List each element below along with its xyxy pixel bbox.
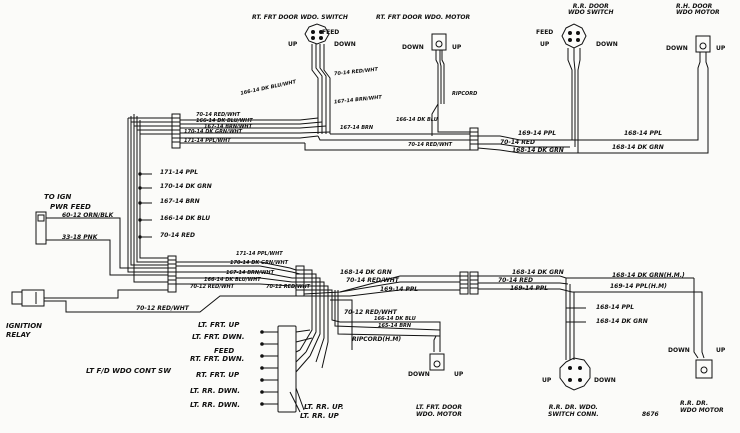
switch-term-label: RT. FRT. UP xyxy=(196,371,240,379)
wire-label: 167-14 BRN xyxy=(340,125,374,131)
rr-door-switch-title: R.R. DOOR WDO SWITCH xyxy=(568,3,614,16)
ignition-relay-label: IGNITION RELAY xyxy=(6,322,43,340)
wire-label: 33-18 PNK xyxy=(62,234,98,241)
wire-label: 169-14 PPL xyxy=(518,130,557,137)
wire-label: 60-12 ORN/BLK xyxy=(62,212,114,219)
rr-switch-bottom-title: R.R. DR. WDO. SWITCH CONN. xyxy=(548,404,599,419)
wire-label: 171-14 PPL/WHT xyxy=(184,138,231,144)
rr-switch-down-label: DOWN xyxy=(596,41,618,48)
lt-fd-switch-title: LT F/D WDO CONT SW xyxy=(86,367,171,375)
switch-term-label: LT. RR. UP xyxy=(300,412,339,420)
wire-label: 70-14 RED/WHT xyxy=(196,112,241,118)
switch-term-label: LT. RR. DWN. xyxy=(190,387,241,395)
wire-label: 167-14 BRN/WHT xyxy=(226,270,274,276)
rr-motor-down-bottom: DOWN xyxy=(668,347,690,354)
wire-label: 166-14 DK BLU xyxy=(374,316,416,322)
wire-label: 167-14 BRN xyxy=(160,198,200,205)
wire-label: 166-14 DK BLU xyxy=(160,215,211,222)
wire-label: 169-14 PPL xyxy=(510,285,549,292)
rf-switch-body xyxy=(304,23,330,45)
lf-motor-down-label: DOWN xyxy=(408,371,430,378)
wire-label: 169-14 PPL xyxy=(380,286,419,293)
rf-switch-feed-label: FEED xyxy=(322,29,340,36)
wire-label: 170-14 DK GRN/WHT xyxy=(184,129,243,135)
wire-label: 70-12 RED/WHT xyxy=(344,309,397,316)
wire-label: 168-14 DK GRN(H.M.) xyxy=(612,272,685,279)
ripcord-hm-label: RIPCORD(H.M) xyxy=(352,336,402,343)
wire-label: 169-14 PPL(H.M) xyxy=(610,283,667,290)
switch-term-label: LT. FRT. UP xyxy=(198,321,240,329)
wire-label: 167-14 BRN/WHT xyxy=(204,124,252,130)
figure-number: 8676 xyxy=(642,411,659,418)
pwr-feed-label: PWR FEED xyxy=(50,203,91,211)
switch-term-label: FEED xyxy=(214,347,235,355)
rr-switch-feed-label: FEED xyxy=(536,29,554,36)
lower-connector xyxy=(167,255,177,293)
rf-motor-down-label: DOWN xyxy=(402,44,424,51)
switch-term-label: LT. FRT. DWN. xyxy=(192,333,245,341)
wire-label: 70-14 RED xyxy=(500,139,535,146)
wire-label: 168-14 PPL xyxy=(596,304,635,311)
lf-motor-up-label: UP xyxy=(454,371,464,378)
wire-label: 168-14 DK GRN xyxy=(596,318,648,325)
wire-label: 166-14 DK BLU/WHT xyxy=(204,277,261,283)
wire-label: 166-14 DK BLU xyxy=(396,117,438,123)
wire-label: 165-14 BRN xyxy=(378,323,412,329)
rh-motor-down-label: DOWN xyxy=(666,45,688,52)
wire-label: 168-14 PPL xyxy=(624,130,663,137)
wire-label: 171-14 PPL xyxy=(160,169,199,176)
rf-motor-up-label: UP xyxy=(452,44,462,51)
switch-term-label: LT. RR. UP. xyxy=(304,403,344,411)
rf-door-switch-title: RT. FRT DOOR WDO. SWITCH xyxy=(252,14,348,21)
wire-label: 70-12 RED/WHT xyxy=(136,305,189,312)
wire-label: 70-14 RED xyxy=(160,232,195,239)
upper-connector xyxy=(171,113,181,149)
wire-label: 70-14 RED xyxy=(498,277,533,284)
rr-motor-bottom-title: R.R. DR. WDO MOTOR xyxy=(680,400,724,415)
rf-switch-up-label: UP xyxy=(288,41,298,48)
switch-term-label: RT. FRT. DWN. xyxy=(190,355,245,363)
wire-label: 168-14 DK GRN xyxy=(340,269,392,276)
lf-door-motor-title: LT. FRT. DOOR WDO. MOTOR xyxy=(416,404,462,419)
rr-switch-up-label: UP xyxy=(540,41,550,48)
wire-label: 168-14 DK GRN xyxy=(512,269,564,276)
switch-term-label: LT. RR. DWN. xyxy=(190,401,241,409)
upper-right-connector xyxy=(469,127,479,151)
wire-label: 171-14 PPL/WHT xyxy=(236,251,283,257)
wire-label: 70-12 RED/WHT xyxy=(190,284,235,290)
wire-label: 168-14 DK GRN xyxy=(512,147,564,154)
wire-label: 170-14 DK GRN xyxy=(160,183,212,190)
wire-label: 70-14 RED/WHT xyxy=(408,142,453,148)
rr-switch-up-bottom: UP xyxy=(542,377,552,384)
rh-door-motor-title: R.H. DOOR WDO MOTOR xyxy=(676,3,720,16)
wire-label: 70-14 RED/WHT xyxy=(346,277,399,284)
rr-motor-up-bottom: UP xyxy=(716,347,726,354)
rf-door-motor-title: RT. FRT DOOR WDO. MOTOR xyxy=(376,14,471,21)
wire-label: 166-14 DK BLU/WHT xyxy=(196,118,253,124)
wire-label: 170-14 DK GRN/WHT xyxy=(230,260,289,266)
to-ign-label: TO IGN xyxy=(44,193,72,201)
wire-label: 70-12 RED/WHT xyxy=(266,284,311,290)
rr-switch-down-bottom: DOWN xyxy=(594,377,616,384)
rh-motor-up-label: UP xyxy=(716,45,726,52)
rf-motor-ripcord-label: RIPCORD xyxy=(452,91,478,97)
wire-label: 168-14 DK GRN xyxy=(612,144,664,151)
rf-switch-down-label: DOWN xyxy=(334,41,356,48)
